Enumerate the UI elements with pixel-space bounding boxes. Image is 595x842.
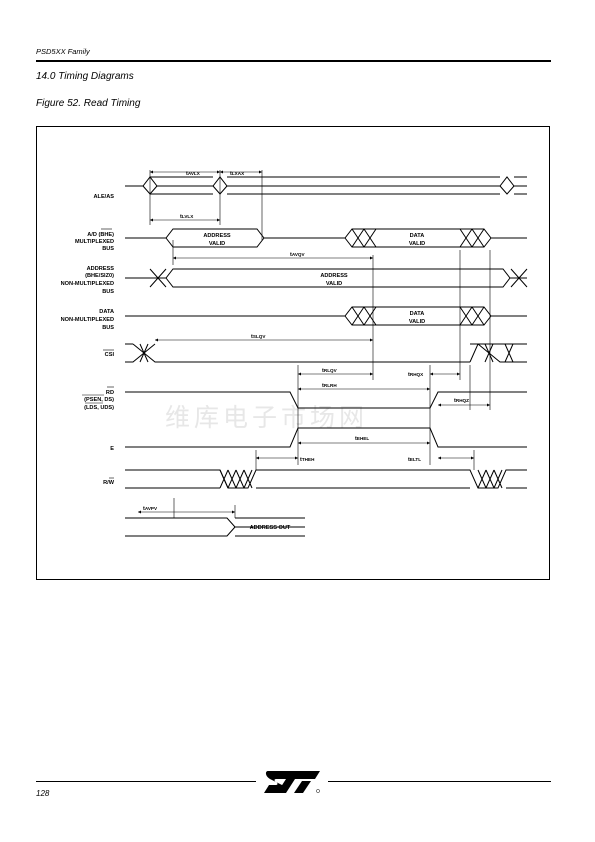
e-waveform [125,427,527,448]
param-rhqx: tRHQX [408,372,424,378]
signal-addr-line1: ADDRESS [87,266,115,272]
param-lxax: tLXAX [230,171,245,177]
address-out-waveform [125,517,305,537]
signal-rd-line3: (LDS, UDS) [84,405,114,411]
signal-e: E [110,446,114,452]
signal-addr-line2: (BHE/SIZ0) [85,273,114,279]
st-logo [264,771,320,793]
footer-rule-left [36,781,256,782]
param-rhqz: tRHQZ [454,398,469,404]
page-number: 128 [36,789,50,798]
data-valid-mux-l2: VALID [409,241,425,247]
csi-waveform [125,343,527,363]
signal-ad-line1: A/D (BHE) [87,232,114,238]
section-title: 14.0 Timing Diagrams [36,71,134,82]
signal-csi: CSI [105,352,115,358]
signal-addr-line3: NON-MULTIPLEXED [61,281,114,287]
addr-valid-mux-l2: VALID [209,241,225,247]
data-valid-l2: VALID [409,319,425,325]
addr-valid-l1: ADDRESS [320,273,348,279]
address-waveform [125,268,527,279]
signal-rd-line1: RD [106,390,114,396]
data-waveform [125,306,527,317]
param-ehel: tEHEL [355,436,369,442]
signal-ale: ALE/AS [93,194,114,200]
param-theh: tTHEH [300,457,315,463]
ad-waveform [125,228,527,239]
signal-data-line3: BUS [102,325,114,331]
figure-frame [36,126,550,580]
param-avlx: tAVLX [186,171,201,177]
addr-valid-l2: VALID [326,281,342,287]
param-lvlx: tLVLX [180,214,194,220]
signal-ad-line3: BUS [102,246,114,252]
document-family: PSD5XX Family [36,47,90,56]
signal-rd-line2: (PSEN, DS) [84,397,114,403]
ale-waveform [125,176,527,187]
param-avpv: tAVPV [143,506,158,512]
address-out-label: ADDRESS OUT [250,525,291,531]
rd-waveform [125,391,527,409]
addr-valid-mux-l1: ADDRESS [203,233,231,239]
figure-title: Figure 52. Read Timing [36,98,141,109]
signal-data-line1: DATA [99,309,114,315]
footer-rule-right [328,781,551,782]
param-eltl: tELTL [408,457,421,463]
signal-data-line2: NON-MULTIPLEXED [61,317,114,323]
data-valid-l1: DATA [410,311,425,317]
param-slqv: tSLQV [251,334,266,340]
header-rule [36,60,551,62]
data-valid-mux-l1: DATA [410,233,425,239]
signal-addr-line4: BUS [102,289,114,295]
param-rlrh: tRLRH [322,383,337,389]
signal-ad-line2: MULTIPLEXED [75,239,114,245]
param-avqv: tAVQV [290,252,305,258]
rw-waveform [125,469,527,489]
signal-rw: R/W [103,480,115,486]
param-rlqv: tRLQV [322,368,338,374]
